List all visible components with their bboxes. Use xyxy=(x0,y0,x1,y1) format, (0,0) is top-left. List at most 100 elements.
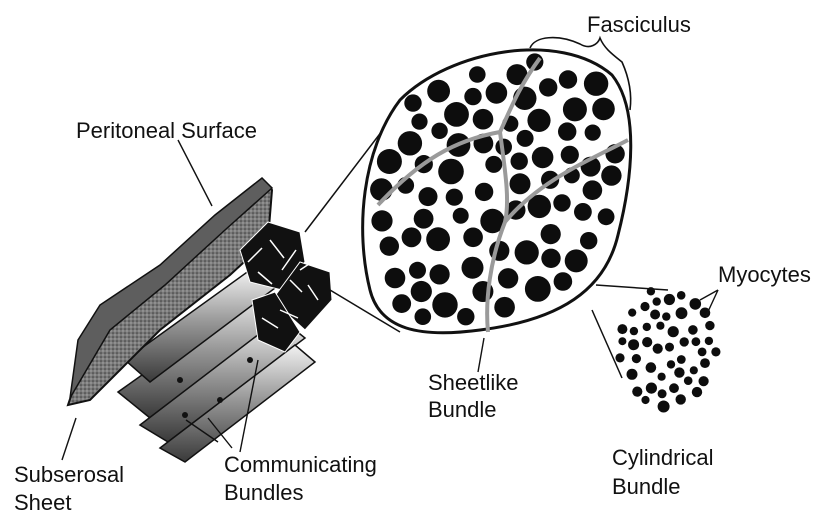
myocyte-cell xyxy=(411,114,427,130)
myocyte-cell xyxy=(430,264,450,284)
myocyte-cell xyxy=(684,376,693,385)
myocyte-cell xyxy=(464,88,481,105)
myocyte-cell xyxy=(404,94,421,111)
myocyte-cell xyxy=(667,360,675,368)
myocyte-cell xyxy=(370,178,393,201)
myocyte-cell xyxy=(558,122,576,140)
myocyte-cell xyxy=(705,321,714,330)
myocyte-cell xyxy=(630,327,638,335)
myocyte-cell xyxy=(541,224,561,244)
myocyte-cell xyxy=(615,353,624,362)
myocyte-cell xyxy=(457,308,474,325)
myocyte-cell xyxy=(584,72,608,96)
myocyte-cell xyxy=(662,312,670,320)
myocyte-cell xyxy=(653,297,661,305)
myocyte-cell xyxy=(527,109,550,132)
label-fasciculus: Fasciculus xyxy=(587,12,691,37)
myocyte-cell xyxy=(668,326,679,337)
label-communicating-line2: Bundles xyxy=(224,480,304,505)
myocyte-cell xyxy=(515,240,539,264)
myocyte-cell xyxy=(574,203,592,221)
myocyte-cell xyxy=(646,362,657,373)
myocyte-cell xyxy=(444,102,469,127)
label-cylindrical-line2: Bundle xyxy=(612,474,681,499)
myocyte-cell xyxy=(598,208,615,225)
myocyte-cell xyxy=(371,210,392,231)
myocyte-cell xyxy=(485,156,502,173)
fasciculus-cross-section xyxy=(363,50,631,333)
label-sheetlike-line1: Sheetlike xyxy=(428,370,519,395)
myocyte-cell xyxy=(705,337,713,345)
myocyte-cell xyxy=(411,281,432,302)
myocyte-cell xyxy=(473,109,494,130)
myocyte-cell xyxy=(677,291,686,300)
myocyte-cell xyxy=(711,347,720,356)
myocyte-cell xyxy=(618,337,626,345)
myocyte-cell xyxy=(669,383,679,393)
myocyte-cell xyxy=(553,194,570,211)
myocyte-cell xyxy=(658,389,667,398)
myocyte-cell xyxy=(554,272,573,291)
myocyte-cell xyxy=(692,337,701,346)
myocyte-cell xyxy=(628,309,636,317)
label-cylindrical-line1: Cylindrical xyxy=(612,445,713,470)
myocyte-cell xyxy=(592,98,615,121)
myocyte-cell xyxy=(601,165,621,185)
tissue-block xyxy=(68,178,332,462)
myocyte-cell xyxy=(511,153,528,170)
myocyte-cell xyxy=(486,82,508,104)
myocyte-cell xyxy=(642,337,652,347)
myocyte-cell xyxy=(463,228,483,248)
myocyte-cell xyxy=(628,339,639,350)
myocyte-cell xyxy=(698,348,707,357)
myocyte-cell xyxy=(414,209,434,229)
label-subserosal-line2: Sheet xyxy=(14,490,72,515)
myocyte-cell xyxy=(426,227,450,251)
myocyte-cell xyxy=(653,344,663,354)
myocyte-cell xyxy=(583,180,603,200)
myocyte-cell xyxy=(427,80,450,103)
cylindrical-bundle xyxy=(612,282,722,416)
myocyte-cell xyxy=(446,189,463,206)
myocyte-cell xyxy=(650,310,660,320)
myocyte-cell xyxy=(453,208,469,224)
myocyte-cell xyxy=(700,358,710,368)
myocyte-cell xyxy=(517,130,534,147)
myocyte-cell xyxy=(643,323,651,331)
label-communicating-line1: Communicating xyxy=(224,452,377,477)
myocyte-cell xyxy=(676,394,686,404)
myocyte-cell xyxy=(525,276,551,302)
myocyte-cell xyxy=(692,387,702,397)
myocyte-cell xyxy=(398,131,422,155)
myocyte-cell xyxy=(510,173,531,194)
myocyte-cell xyxy=(539,78,557,96)
myocyte-cell xyxy=(431,123,447,139)
myocyte-cell xyxy=(580,232,597,249)
myocyte-cell xyxy=(475,183,493,201)
myocyte-cell xyxy=(565,249,588,272)
myocyte-cell xyxy=(377,149,402,174)
myocyte-cell xyxy=(658,373,666,381)
myocyte-cell xyxy=(559,70,577,88)
myocyte-cell xyxy=(627,369,638,380)
myocyte-cell xyxy=(494,297,515,318)
myocyte-cell xyxy=(688,325,698,335)
myocyte-cell xyxy=(392,294,411,313)
myocyte-cell xyxy=(462,257,484,279)
myocyte-cell xyxy=(402,227,422,247)
myocyte-cell xyxy=(563,97,587,121)
myocyte-cell xyxy=(674,367,684,377)
myocyte-cell xyxy=(585,125,601,141)
myocyte-cell xyxy=(419,187,438,206)
myocyte-cell xyxy=(561,146,579,164)
myocyte-cell xyxy=(438,159,464,185)
label-subserosal-line1: Subserosal xyxy=(14,462,124,487)
myocyte-cell xyxy=(690,366,698,374)
label-myocytes: Myocytes xyxy=(718,262,811,287)
myocyte-cell xyxy=(656,322,664,330)
myocyte-cell xyxy=(677,355,686,364)
myocyte-cell xyxy=(432,292,457,317)
myocyte-cell xyxy=(380,237,399,256)
